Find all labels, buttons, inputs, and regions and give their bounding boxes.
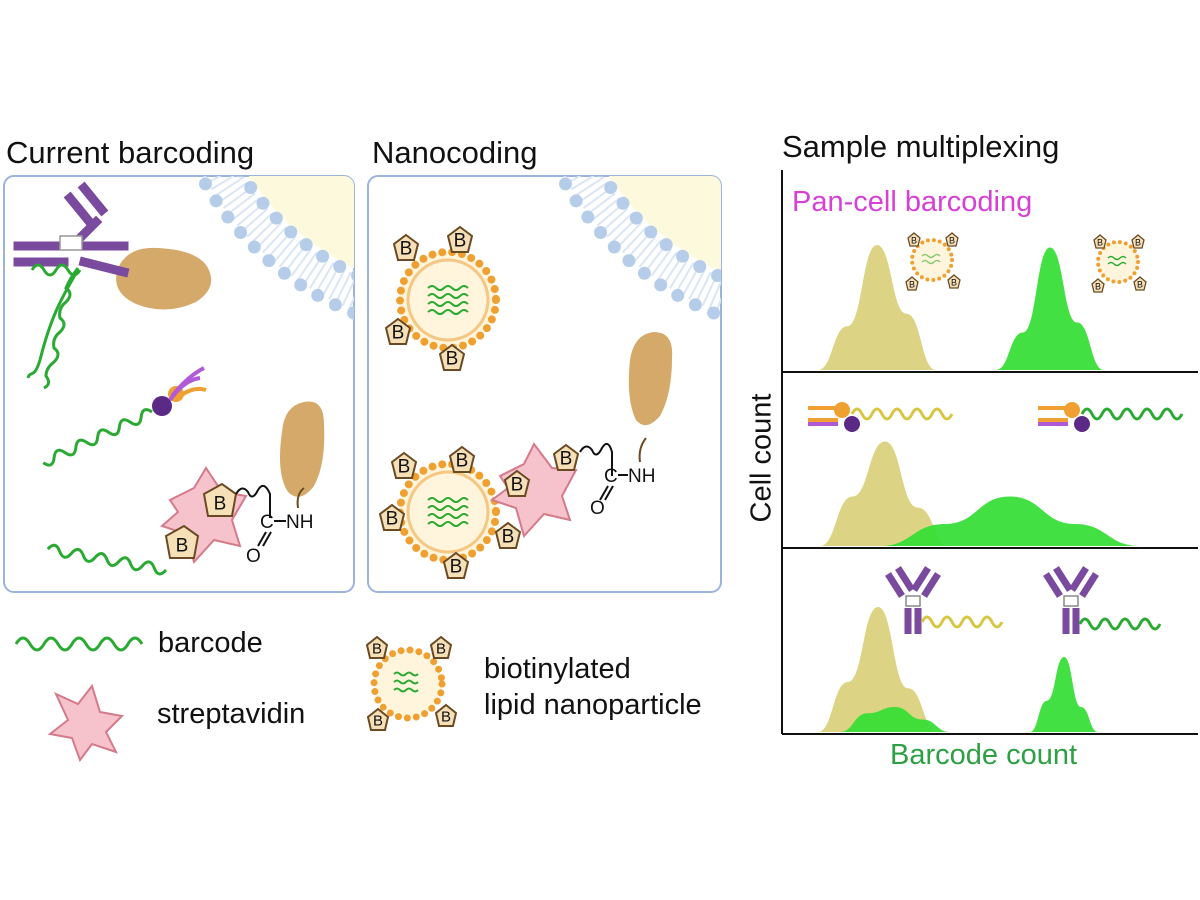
lipid-barcode-icon [808,402,954,432]
amine-label: NH [628,466,655,487]
current-barcoding-title: Current barcoding [6,135,255,170]
histogram-panel-1 [818,245,1104,370]
svg-text:B: B [454,231,467,252]
svg-text:B: B [1135,238,1141,248]
current-barcoding-panel: B B C NH O [3,175,355,593]
biotin-badge: B [214,494,227,515]
x-axis-label: Barcode count [890,739,1078,771]
nanocoding-title: Nanocoding [372,135,538,170]
y-axis-label: Cell count [745,393,778,523]
streptavidin-legend-label: streptavidin [157,698,306,730]
mini-lnp-icon: B B B B [1091,234,1147,293]
barcode-icon [46,543,168,576]
biotin-badges: B B B B B B B B B [378,225,522,579]
membrane-protein-icon [280,401,325,497]
svg-text:B: B [949,236,955,246]
multiplexing-chart: B B B B B B B B [781,170,1198,735]
barcode-legend-label: barcode [158,627,263,659]
svg-text:B: B [1097,238,1103,248]
svg-text:B: B [400,239,413,260]
oxygen-label: O [590,498,605,519]
histogram-panel-2 [820,441,1140,546]
membrane-protein-icon [116,247,212,310]
streptavidin-icon [489,442,578,539]
sample-multiplexing-title: Sample multiplexing [782,129,1060,164]
histogram-peak-green [840,707,950,732]
svg-text:B: B [398,457,411,478]
antibody-barcode-icon [885,566,1004,634]
barcode-icon [42,408,153,467]
streptavidin-icon [160,466,248,565]
pan-cell-barcoding-label: Pan-cell barcoding [792,186,1033,218]
svg-text:B: B [511,475,524,496]
histogram-peak-yellow [818,245,936,370]
svg-text:B: B [909,280,915,290]
barcode-legend-icon [14,636,144,652]
svg-text:B: B [502,527,515,548]
nanoparticle-legend-line1: biotinylated [484,653,631,685]
barcode-icon [26,269,80,379]
svg-text:B: B [386,509,399,530]
carbon-label: C [260,512,274,533]
histogram-panel-3 [818,607,1098,732]
svg-text:B: B [446,349,459,370]
lipid-nanoparticle-icon [396,460,500,564]
biotin-badge: B [176,536,189,557]
lipid-anchor-icon [152,396,172,416]
amine-label: NH [286,512,313,533]
svg-text:B: B [436,641,446,658]
svg-text:B: B [951,278,957,288]
svg-text:B: B [441,709,451,726]
mini-lnp-icon: B B B B [905,232,961,291]
svg-text:B: B [1095,282,1101,292]
histogram-peak-yellow [820,441,950,546]
carbon-label: C [604,466,618,487]
histogram-peak-green [880,496,1140,546]
streptavidin-legend-icon [47,683,125,763]
svg-text:B: B [1137,280,1143,290]
lnp-legend-icon: B B B B [365,635,458,731]
barcode-icon [30,263,82,277]
histogram-peak-green [1030,657,1098,732]
membrane-protein-icon [628,332,673,426]
antibody-barcode-icon [1043,566,1162,634]
lipid-nanoparticle-icon [396,248,500,352]
histogram-peak-yellow [818,607,938,732]
svg-text:B: B [560,449,573,470]
oxygen-label: O [246,546,261,567]
svg-text:B: B [373,713,383,730]
nanocoding-panel: B B B B B B B B B B B C NH O [367,175,722,593]
svg-text:B: B [392,323,405,344]
histogram-peak-green [996,247,1104,370]
lipid-barcode-icon [1038,402,1184,432]
svg-text:B: B [372,641,382,658]
svg-text:B: B [911,236,917,246]
svg-text:B: B [450,557,463,578]
nanoparticle-legend-line2: lipid nanoparticle [484,689,702,721]
svg-text:B: B [456,451,469,472]
